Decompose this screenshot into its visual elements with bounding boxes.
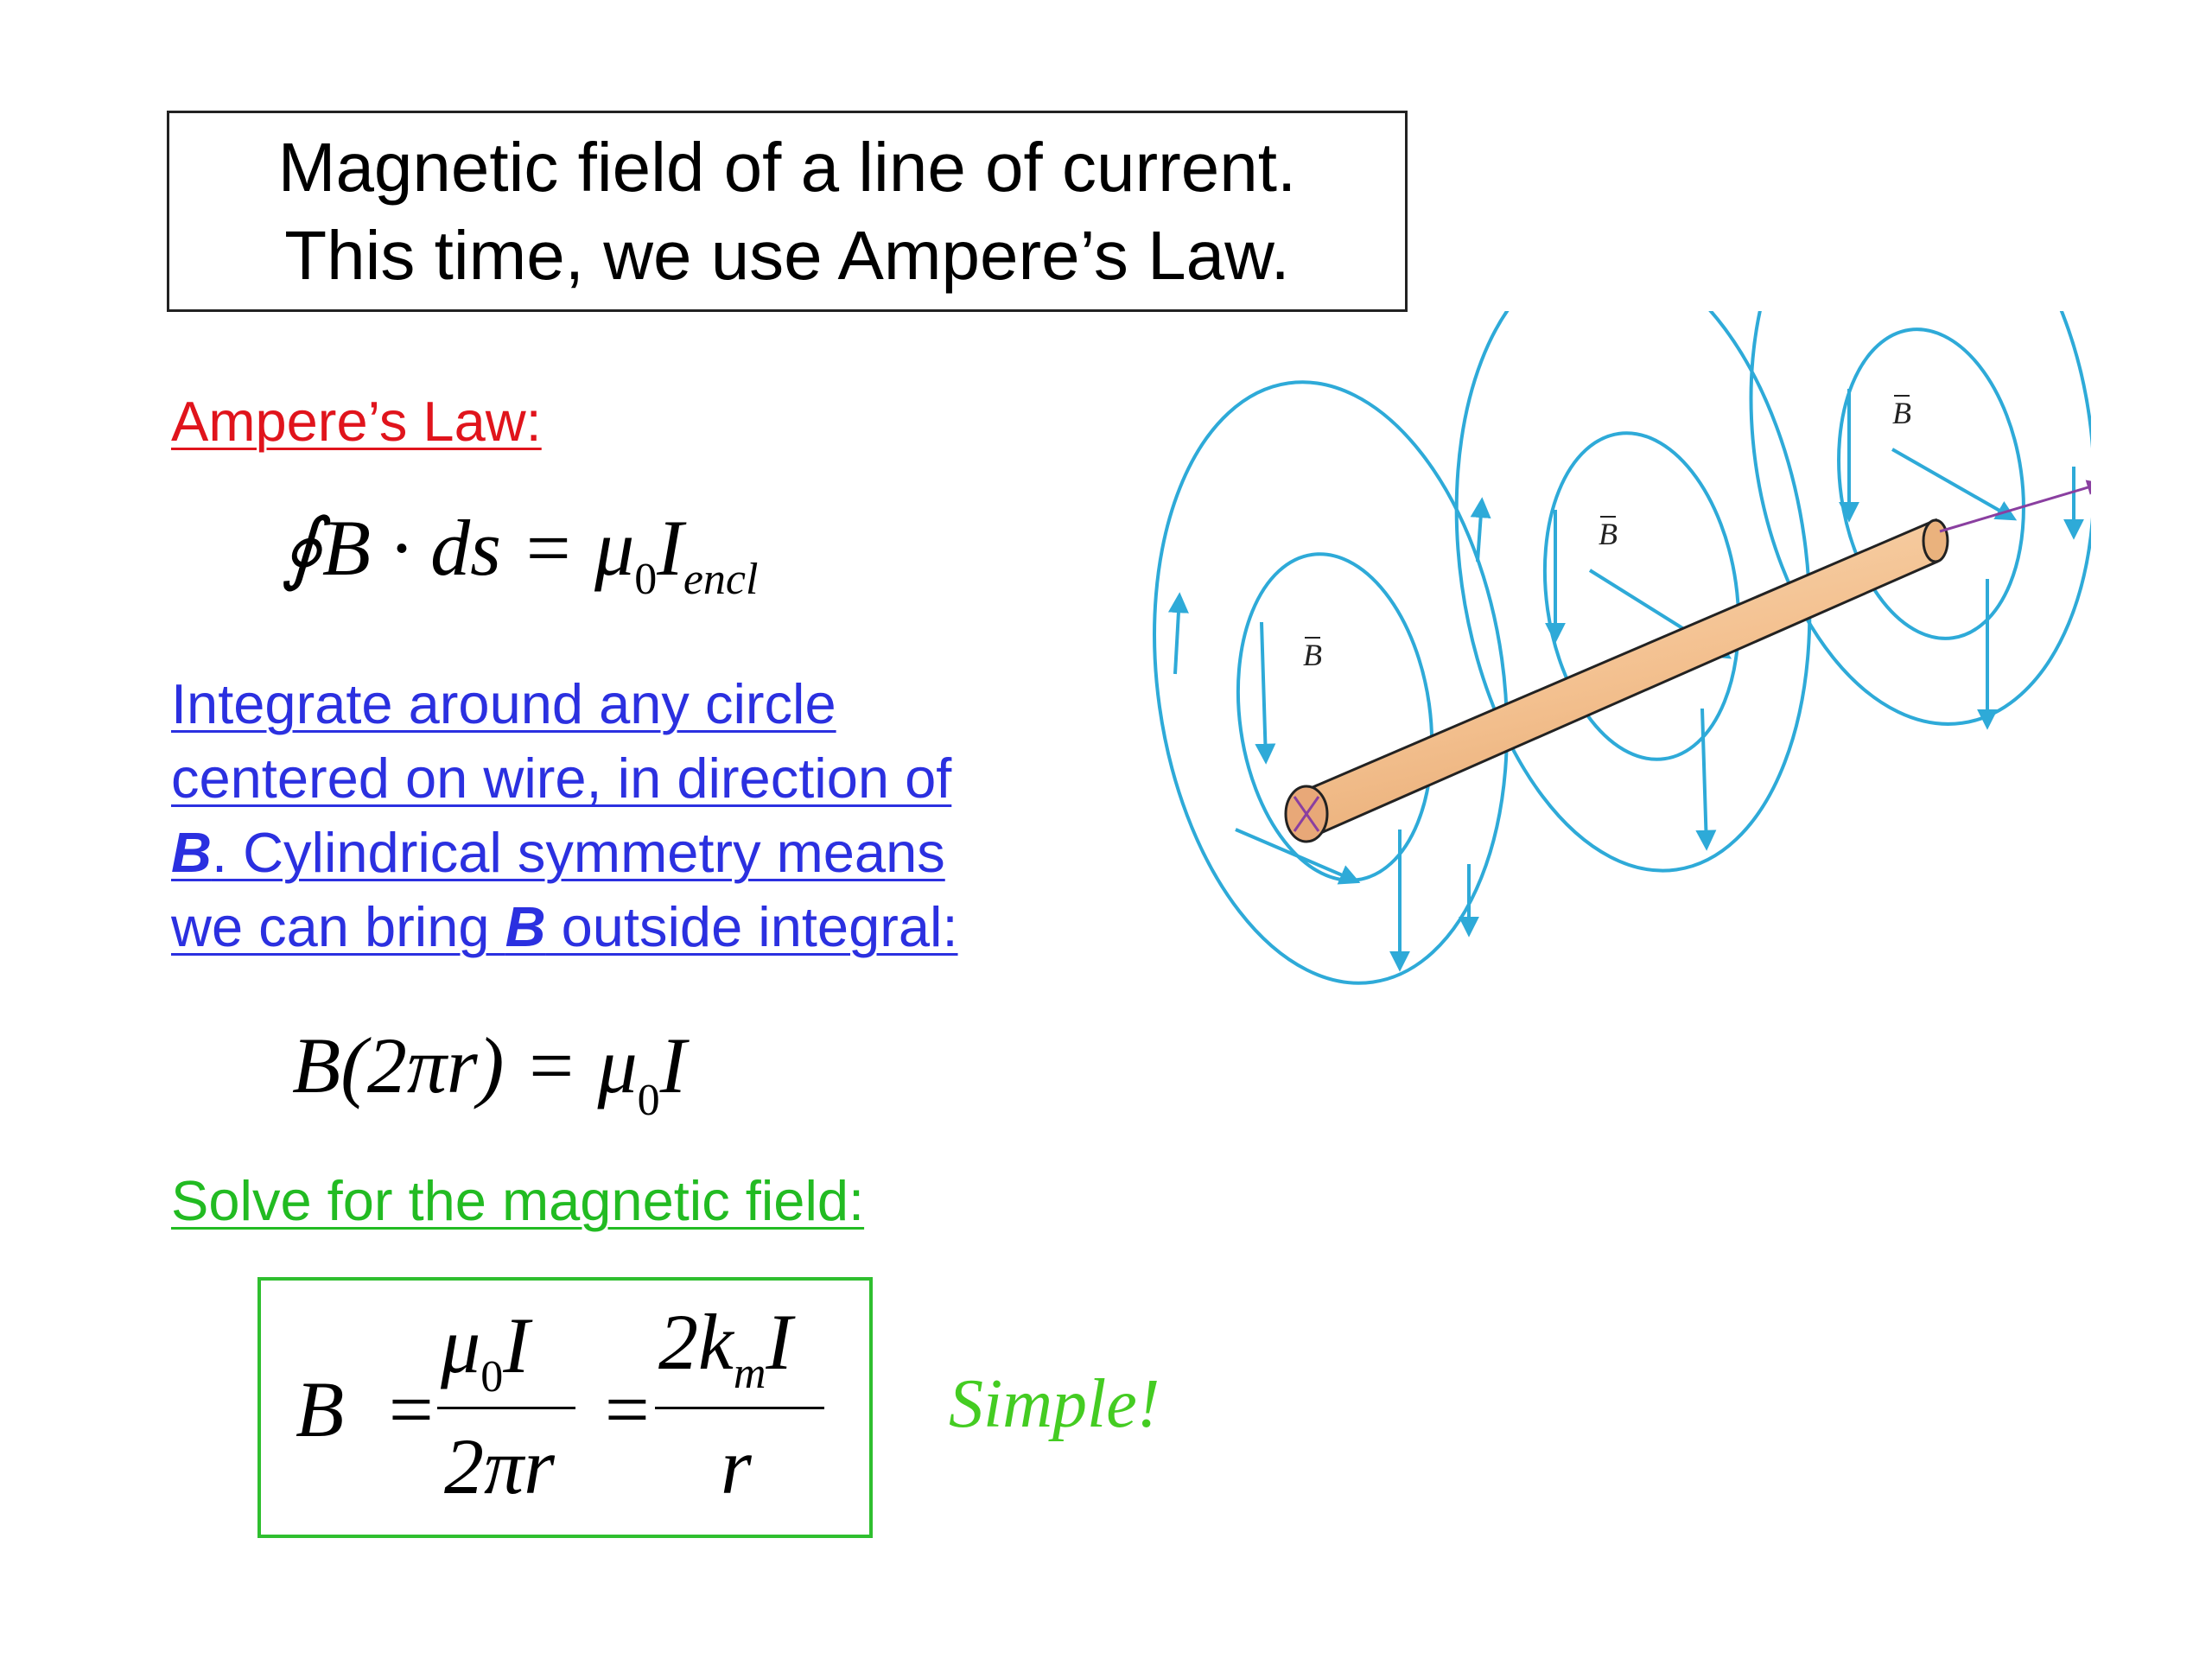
- mu-subscript: 0: [637, 1076, 660, 1125]
- current-symbol: I: [659, 1021, 687, 1109]
- current-symbol: I: [503, 1301, 530, 1389]
- current-arrow: [1939, 480, 2091, 533]
- instruction-line-3: B. Cylindrical symmetry means: [171, 816, 1078, 890]
- mu-subscript: 0: [480, 1352, 504, 1402]
- field-circle-inner-2: [1542, 431, 1741, 761]
- b-label-front: B: [1303, 638, 1322, 672]
- b-label-middle: B: [1599, 517, 1618, 551]
- b-arrow-2b: [1695, 708, 1717, 851]
- b-vector-bold: B: [171, 821, 212, 884]
- b-arrow-2d: [1470, 497, 1491, 563]
- fraction-bar-2: [655, 1407, 824, 1409]
- ampere-equation: ∮B · ds = μ0Iencl: [281, 501, 758, 605]
- solve-heading: Solve for the magnetic field:: [171, 1169, 865, 1232]
- numerator-1: μ0I: [441, 1300, 530, 1402]
- circulation-equation-lead: B(2πr) = μ: [292, 1021, 638, 1109]
- current-symbol: I: [766, 1298, 793, 1386]
- b-label-back: B: [1892, 396, 1911, 430]
- simple-note: Simple!: [949, 1366, 1160, 1442]
- m-subscript: m: [733, 1349, 766, 1398]
- field-circle-inner-3: [1837, 327, 2025, 640]
- field-rings-front: [1153, 380, 1509, 985]
- field-circle-outer-2: [1454, 311, 1812, 873]
- fraction-bar-1: [437, 1407, 575, 1409]
- title-box: Magnetic field of a line of current. Thi…: [167, 111, 1408, 312]
- b-arrow-1d: [1167, 592, 1189, 675]
- b-label-vector-arrows: [1305, 395, 1910, 639]
- b-arrow-3c: [1891, 448, 2018, 521]
- instruction-paragraph: Integrate around any circle centered on …: [171, 667, 1078, 964]
- result-B: B: [296, 1365, 345, 1453]
- ampere-equation-lead: ∮B · ds = μ: [281, 504, 635, 592]
- instruction-line-4-post: outside integral:: [545, 895, 958, 958]
- instruction-line-2: centered on wire, in direction of: [171, 747, 952, 810]
- title-line-2: This time, we use Ampere’s Law.: [284, 216, 1290, 294]
- mu-subscript: 0: [634, 555, 658, 604]
- current-wire: [1284, 518, 1949, 843]
- b-arrow-1a: [1255, 621, 1276, 765]
- ampere-law-heading: Ampere’s Law:: [171, 390, 542, 453]
- field-circle-inner-1: [1236, 552, 1434, 882]
- field-circle-outer-3: [1749, 311, 2091, 726]
- denominator-1: 2πr: [444, 1422, 555, 1510]
- field-circle-outer-1: [1153, 380, 1509, 985]
- equals-sign-2: =: [600, 1365, 654, 1453]
- title-line-1: Magnetic field of a line of current.: [277, 128, 1297, 206]
- mu-symbol: μ: [441, 1301, 481, 1389]
- field-rings-back: [1749, 311, 2091, 730]
- denominator-2: r: [721, 1422, 752, 1510]
- instruction-line-4-pre: we can bring: [171, 895, 505, 958]
- instruction-line-1: Integrate around any circle: [171, 672, 836, 735]
- instruction-line-3-text: . Cylindrical symmetry means: [211, 821, 945, 884]
- wire-body: [1303, 518, 1939, 841]
- instruction-line-4: we can bring B outside integral:: [171, 890, 1078, 964]
- result-box: B = μ0I 2πr = 2kmI r: [257, 1277, 873, 1538]
- wire-end-back: [1922, 518, 1949, 563]
- circulation-equation: B(2πr) = μ0I: [292, 1020, 686, 1126]
- b-arrow-1c: [1235, 828, 1361, 885]
- numerator-2: 2kmI: [658, 1296, 792, 1399]
- equals-sign-1: =: [384, 1365, 438, 1453]
- wire-cross-mark: [1293, 796, 1320, 832]
- b-vector-bold: B: [505, 895, 546, 958]
- current-symbol: I: [657, 504, 683, 592]
- two-k: 2k: [658, 1298, 734, 1386]
- encl-subscript: encl: [683, 555, 759, 604]
- wire-field-diagram: I B B B: [1153, 311, 2091, 985]
